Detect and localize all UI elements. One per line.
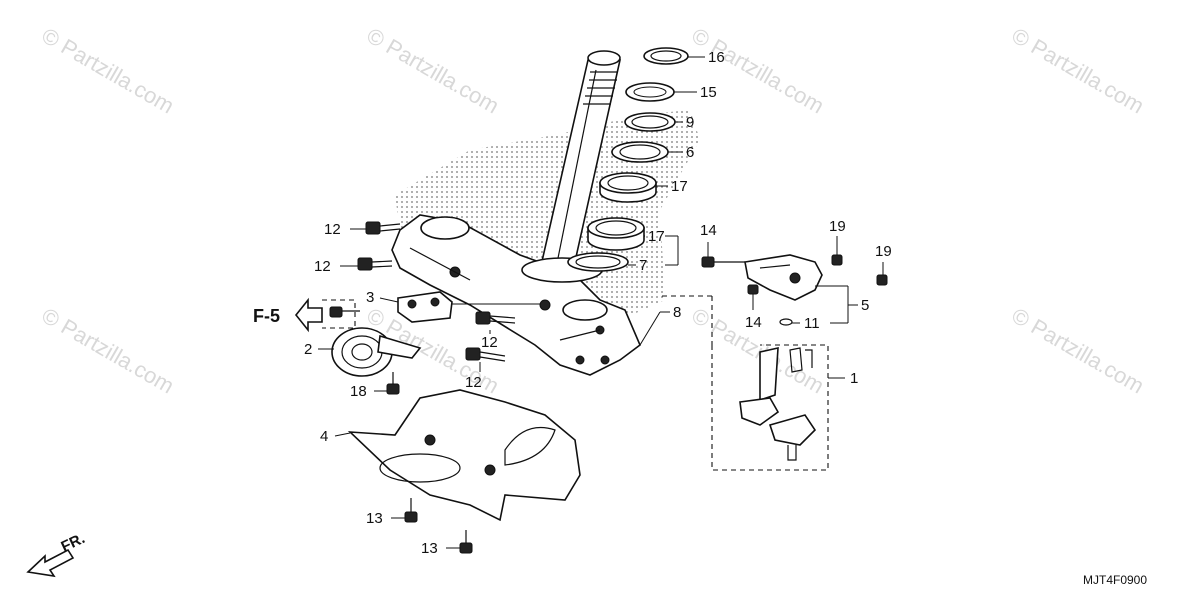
watermark: © Partzilla.com [688, 23, 829, 119]
bolt-14-upper [701, 256, 745, 268]
nut-19-b [876, 274, 888, 286]
callout-14-lower: 14 [745, 314, 762, 331]
watermark: © Partzilla.com [38, 303, 179, 399]
bearing-parts [567, 47, 689, 272]
washer-9 [624, 112, 676, 132]
callout-17-lower: 17 [648, 228, 665, 245]
ref-label: F-5 [253, 306, 280, 326]
clip-11 [779, 318, 793, 326]
bearing-17-lower [587, 217, 645, 251]
bolt-13-b [459, 530, 473, 554]
callout-8: 8 [673, 304, 681, 321]
watermark: © Partzilla.com [38, 23, 179, 119]
cover-4 [347, 389, 581, 522]
callout-2: 2 [304, 341, 312, 358]
bearing-17-upper [599, 172, 657, 203]
front-arrow: FR. [26, 530, 88, 578]
lock-washer-16 [643, 47, 689, 65]
callout-4: 4 [320, 428, 328, 445]
leader-lines [318, 56, 884, 549]
bolt-18 [386, 372, 400, 395]
callout-12-d: 12 [465, 374, 482, 391]
ignition-switch-bracket-5 [744, 254, 823, 301]
diagram-code: MJT4F0900 [1083, 573, 1147, 587]
front-label: FR. [59, 530, 88, 556]
horn-2 [331, 327, 422, 377]
ref-arrow-f5: F-5 [253, 297, 356, 333]
callout-7: 7 [639, 257, 647, 274]
bracket-bolt [329, 306, 360, 318]
watermark: © Partzilla.com [363, 23, 504, 119]
bolt-12-b [357, 257, 393, 271]
bolt-14-lower [747, 284, 759, 295]
ignition-switch-1 [711, 344, 829, 471]
nut-19-a [831, 254, 843, 266]
callout-12-b: 12 [314, 258, 331, 275]
bolt-12-d [465, 347, 506, 362]
callout-12-c: 12 [481, 334, 498, 351]
bolts-13 [404, 498, 473, 554]
callout-15: 15 [700, 84, 717, 101]
callout-19-b: 19 [875, 243, 892, 260]
callout-14-upper: 14 [700, 222, 717, 239]
dust-seal-7 [567, 252, 629, 272]
callout-5: 5 [861, 297, 869, 314]
callout-9: 9 [686, 114, 694, 131]
callout-labels: 16 15 9 6 17 17 7 8 14 14 19 19 5 11 1 1… [304, 49, 892, 557]
horn-bracket-3 [397, 291, 453, 323]
watermark: © Partzilla.com [1008, 303, 1149, 399]
callout-13-b: 13 [421, 540, 438, 557]
callout-6: 6 [686, 144, 694, 161]
bolt-12-a [365, 221, 401, 235]
bolts-12 [357, 221, 516, 362]
callout-3: 3 [366, 289, 374, 306]
callout-1: 1 [850, 370, 858, 387]
callout-13-a: 13 [366, 510, 383, 527]
bolt-12-c [475, 311, 516, 325]
callout-17-upper: 17 [671, 178, 688, 195]
dust-seal-6 [611, 141, 669, 163]
callout-18: 18 [350, 383, 367, 400]
bolt-13-a [404, 498, 418, 523]
callout-16: 16 [708, 49, 725, 66]
callout-12-a: 12 [324, 221, 341, 238]
watermark: © Partzilla.com [1008, 23, 1149, 119]
callout-11: 11 [804, 315, 820, 332]
callout-19-a: 19 [829, 218, 846, 235]
locknut-15 [625, 82, 675, 102]
